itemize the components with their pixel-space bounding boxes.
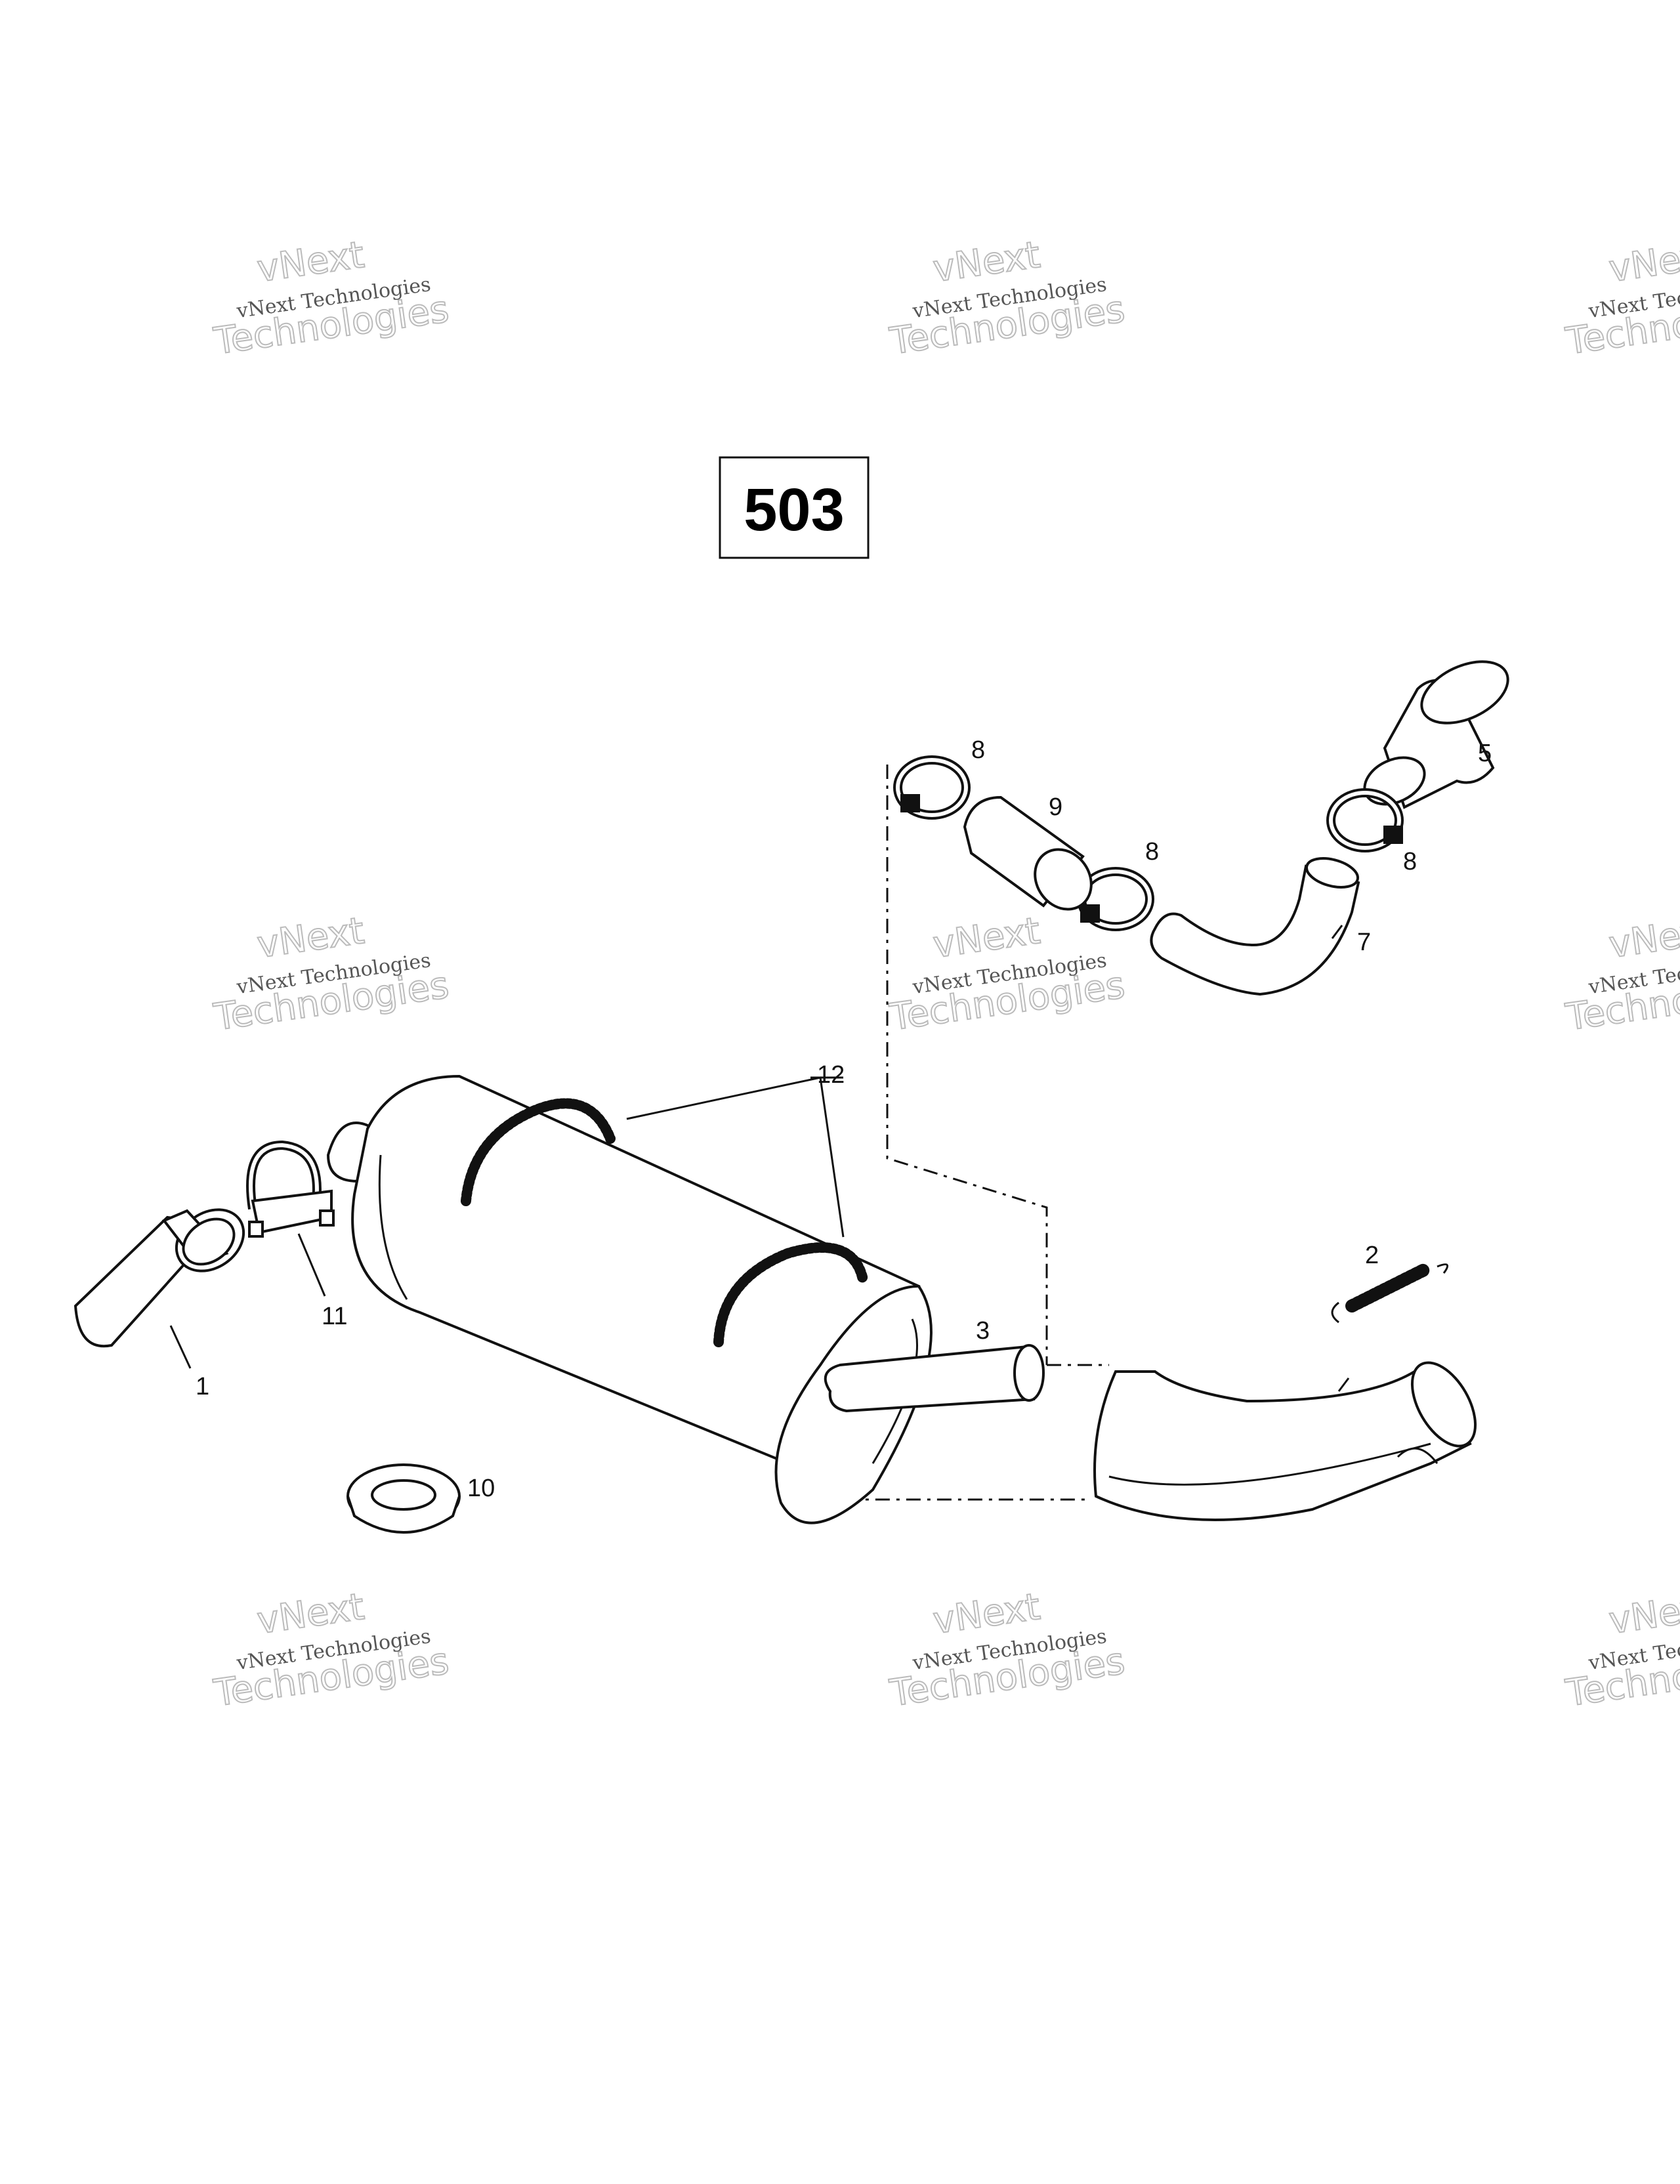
hose-clamp bbox=[893, 755, 971, 820]
watermark-row-1: vNext Technologies vNext Technologies vN… bbox=[211, 233, 1680, 364]
callout-12: 12 bbox=[817, 1061, 845, 1089]
callout-7: 7 bbox=[1357, 929, 1371, 956]
watermark: vNext Technologies vNext Technologies bbox=[1563, 909, 1680, 1040]
callout-8-right: 8 bbox=[1403, 848, 1417, 875]
heat-shield-springs bbox=[461, 1098, 868, 1347]
watermark: vNext Technologies vNext Technologies bbox=[887, 1585, 1128, 1715]
watermark: vNext Technologies vNext Technologies bbox=[887, 233, 1128, 364]
callout-11: 11 bbox=[322, 1303, 347, 1330]
muffler-body bbox=[326, 1074, 933, 1524]
callouts: 1 2 3 5 7 8 8 8 9 10 11 12 bbox=[196, 736, 1492, 1502]
watermark-brand: vNext bbox=[1606, 910, 1680, 967]
diagram-title-box: 503 bbox=[719, 456, 870, 559]
watermark-brand: vNext bbox=[1606, 1586, 1680, 1643]
diagram-title: 503 bbox=[744, 476, 845, 543]
watermark: vNext Technologies vNext Technologies bbox=[1563, 233, 1680, 364]
callout-1: 1 bbox=[196, 1373, 209, 1400]
hose-clamp bbox=[1326, 788, 1404, 852]
tension-spring bbox=[1331, 1263, 1449, 1324]
callout-5: 5 bbox=[1478, 740, 1492, 767]
watermark-brand: vNext bbox=[255, 234, 367, 291]
watermark-row-3: vNext Technologies vNext Technologies vN… bbox=[211, 1585, 1680, 1715]
callout-10: 10 bbox=[467, 1475, 495, 1502]
callout-8-middle: 8 bbox=[1145, 838, 1159, 866]
hose-fitting bbox=[1363, 660, 1509, 809]
watermark-row-2: vNext Technologies vNext Technologies vN… bbox=[211, 909, 1680, 1040]
watermark-brand: vNext bbox=[255, 1586, 367, 1643]
exhaust-outlet-pipe bbox=[74, 1208, 245, 1348]
callout-3: 3 bbox=[976, 1317, 990, 1345]
callout-2: 2 bbox=[1365, 1242, 1379, 1269]
u-bolt-clamp bbox=[246, 1140, 335, 1238]
straight-hose bbox=[963, 795, 1093, 911]
leader-lines bbox=[169, 925, 1343, 1369]
watermark: vNext Technologies vNext Technologies bbox=[211, 233, 452, 364]
watermark-brand: vNext bbox=[931, 234, 1043, 291]
rubber-grommet bbox=[346, 1463, 461, 1534]
resonator-pipe bbox=[1093, 1361, 1477, 1521]
watermark-brand: vNext bbox=[255, 910, 367, 967]
watermark: vNext Technologies vNext Technologies bbox=[211, 909, 452, 1040]
watermark-brand: vNext bbox=[1606, 234, 1680, 291]
muffler-outlet-tube bbox=[824, 1344, 1045, 1413]
elbow-hose bbox=[1150, 857, 1360, 996]
callout-9: 9 bbox=[1049, 793, 1062, 821]
watermark-brand: vNext bbox=[931, 910, 1043, 967]
callout-8-top: 8 bbox=[971, 736, 985, 764]
watermark: vNext Technologies vNext Technologies bbox=[211, 1585, 452, 1715]
watermark: vNext Technologies vNext Technologies bbox=[1563, 1585, 1680, 1715]
watermark-brand: vNext bbox=[931, 1586, 1043, 1643]
